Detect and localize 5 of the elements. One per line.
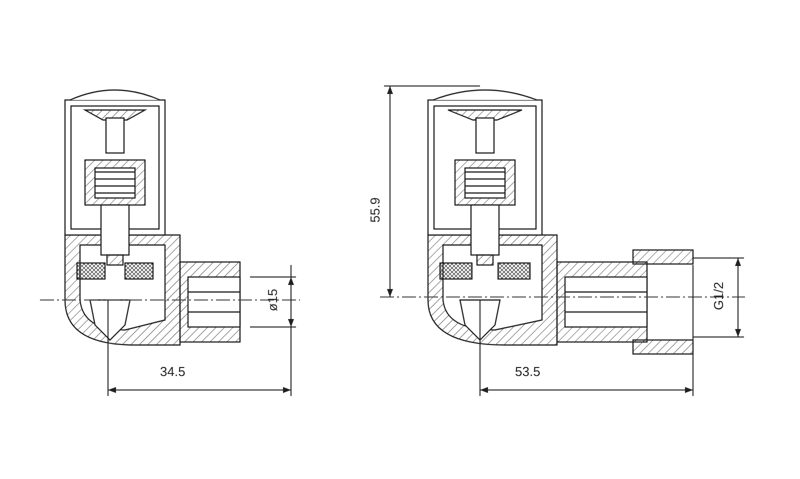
dimension-label: 34.5 [160,365,186,379]
dimension-label: G1/2 [712,282,726,310]
dimension-label: 53.5 [515,365,540,379]
dimension-label: 55.9 [368,197,382,223]
dimension-label: ø15 [266,288,280,312]
